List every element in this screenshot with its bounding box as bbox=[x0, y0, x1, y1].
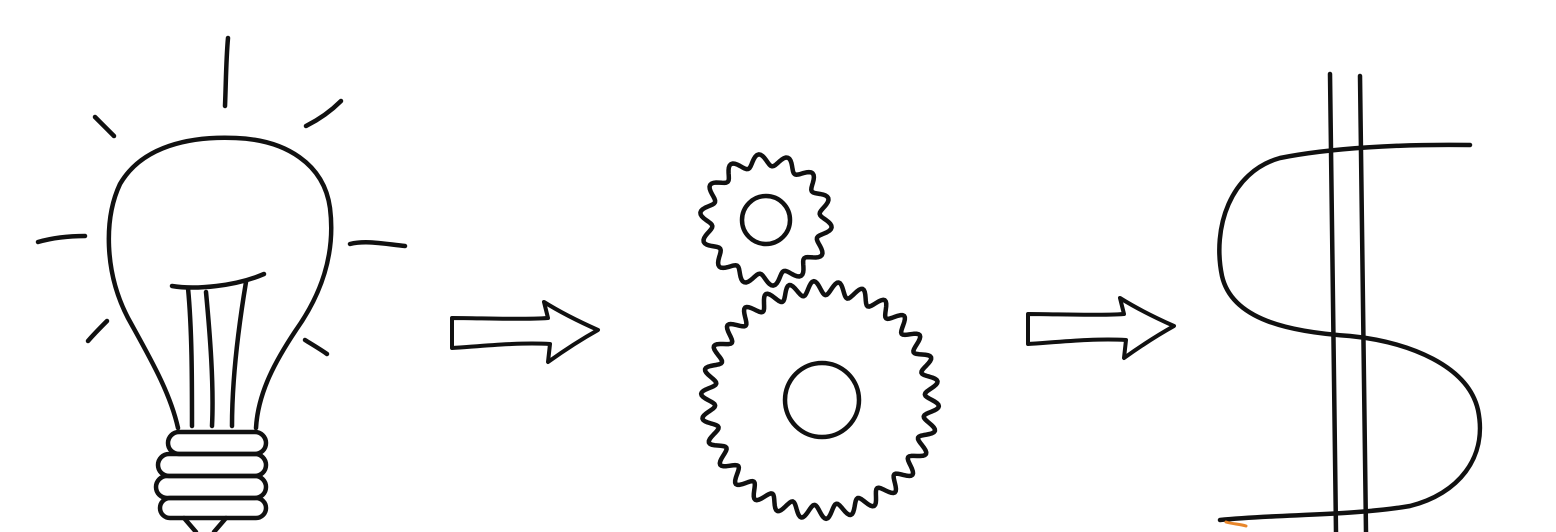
dollar-bar-left bbox=[1327, 71, 1339, 532]
bulb-glass bbox=[106, 135, 334, 431]
ray-left bbox=[35, 233, 88, 245]
dollar-s-curve bbox=[1217, 142, 1483, 523]
dollar-sign-icon bbox=[1217, 71, 1483, 532]
bulb-filament bbox=[169, 271, 267, 290]
arrow-right-icon bbox=[1026, 296, 1176, 360]
dollar-bar-right bbox=[1357, 73, 1369, 532]
gear-small-hub bbox=[739, 193, 793, 247]
bulb-base bbox=[153, 429, 269, 532]
light-rays bbox=[35, 35, 408, 357]
ray-lower-left bbox=[85, 318, 110, 344]
arrow-right-icon bbox=[450, 300, 600, 364]
gear-large bbox=[698, 278, 942, 522]
filament-mid bbox=[203, 289, 215, 429]
gear-small bbox=[698, 152, 834, 288]
ray-right bbox=[347, 240, 408, 249]
lightbulb-icon bbox=[35, 35, 408, 532]
ray-top bbox=[222, 35, 231, 109]
ray-upper-right bbox=[303, 98, 344, 129]
ray-lower-right bbox=[302, 337, 330, 357]
ray-upper-left bbox=[92, 114, 117, 139]
filament-right bbox=[229, 279, 249, 429]
gear-large-hub bbox=[782, 360, 862, 440]
filament-left bbox=[185, 285, 195, 429]
accent-mark bbox=[1224, 520, 1248, 528]
gears-icon bbox=[698, 152, 942, 522]
